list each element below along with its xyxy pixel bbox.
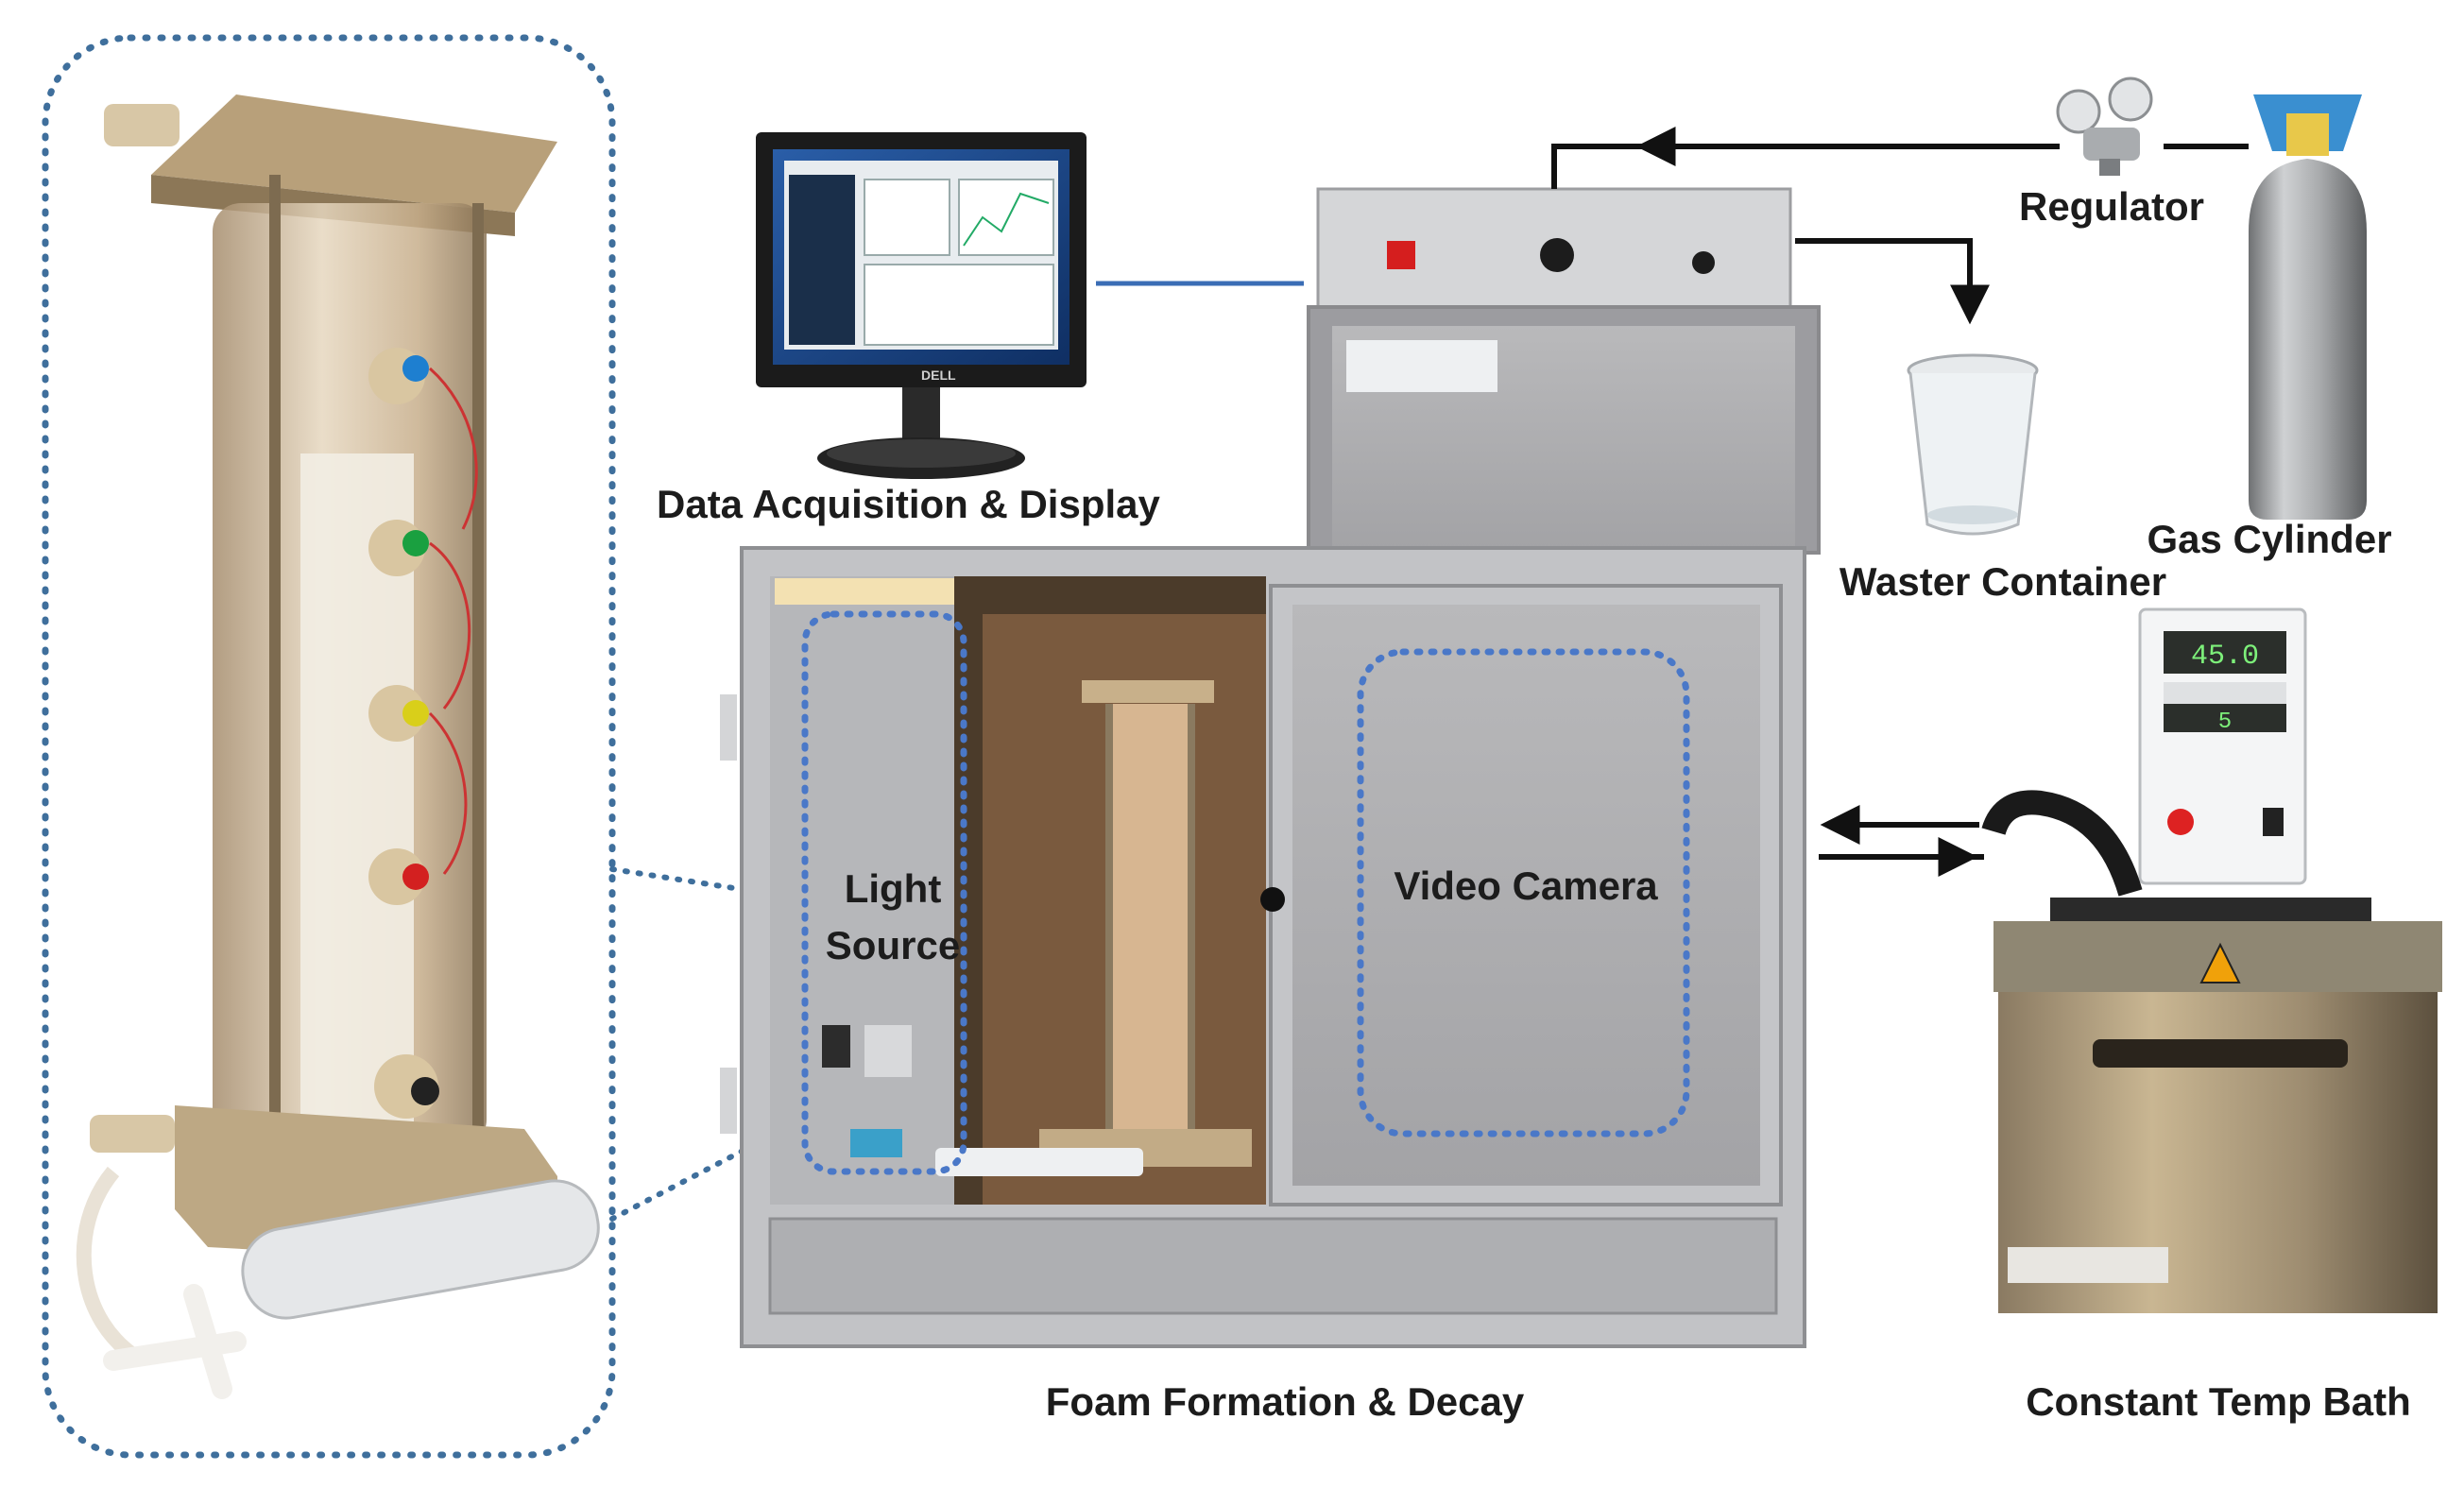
blue-electrode-icon bbox=[402, 355, 429, 382]
thermostat-setpoint: 5 bbox=[2218, 710, 2232, 735]
light-source-label-line1: Light bbox=[845, 866, 942, 911]
monitor: DELL bbox=[756, 132, 1087, 479]
black-electrode-icon bbox=[411, 1077, 439, 1105]
foam-formation-label: Foam Formation & Decay bbox=[1046, 1379, 1525, 1424]
constant-temp-bath-label: Constant Temp Bath bbox=[2026, 1379, 2411, 1424]
inlet-fitting bbox=[104, 104, 180, 146]
column-top-plate bbox=[151, 94, 557, 213]
power-switch-icon bbox=[1387, 241, 1415, 269]
regulator-gauge-icon bbox=[2056, 89, 2101, 134]
brand-plate bbox=[1346, 340, 1497, 392]
stopcock-icon bbox=[103, 1284, 247, 1399]
gas-flow-arrows bbox=[1551, 127, 2249, 877]
gas-cylinder bbox=[2249, 94, 2367, 520]
waste-container bbox=[1907, 353, 2039, 536]
warning-icon bbox=[2199, 942, 2241, 983]
controller-box bbox=[1307, 187, 1821, 555]
foam-cabinet bbox=[720, 546, 1806, 1348]
red-electrode-icon bbox=[402, 864, 429, 890]
gas-cylinder-label: Gas Cylinder bbox=[2147, 517, 2391, 561]
bath-handle-icon bbox=[2093, 1039, 2348, 1068]
green-electrode-icon bbox=[402, 530, 429, 556]
light-source-label-line2: Source bbox=[826, 923, 960, 967]
light-source-highlight bbox=[801, 610, 967, 1175]
thermostat-display: 45.0 bbox=[2191, 641, 2259, 673]
callout-dotted-frame bbox=[42, 34, 616, 1459]
cylinder-body bbox=[2249, 159, 2367, 520]
inner-foam-column bbox=[1105, 704, 1195, 1148]
syringe-icon bbox=[935, 1148, 1143, 1176]
foam-column-callout bbox=[42, 34, 616, 1459]
wastepump-knob-icon bbox=[1692, 251, 1715, 274]
video-camera-label: Video Camera bbox=[1394, 864, 1658, 908]
waste-beaker-icon bbox=[1908, 372, 2037, 536]
connector-port-icon bbox=[850, 1129, 902, 1157]
video-camera-highlight bbox=[1357, 648, 1690, 1137]
electrode-ports bbox=[368, 348, 478, 1119]
hinge-icon bbox=[720, 694, 737, 761]
yellow-electrode-icon bbox=[402, 700, 429, 727]
monitor-brand-text: DELL bbox=[921, 368, 956, 383]
regulator-label: Regulator bbox=[2019, 184, 2204, 229]
constant-temp-bath: 45.0 5 bbox=[1981, 607, 2442, 1313]
waster-container-label: Waster Container bbox=[1839, 559, 2166, 604]
gas-filter bbox=[241, 1179, 600, 1320]
thermostat-knob-icon bbox=[2167, 809, 2194, 835]
thermostat-switch-icon bbox=[2263, 808, 2284, 836]
door-handle-icon bbox=[1260, 887, 1285, 912]
flowmeter-knob-icon bbox=[1540, 238, 1574, 272]
regulator bbox=[2056, 77, 2153, 176]
data-acquisition-label: Data Acquisition & Display bbox=[657, 482, 1161, 526]
hose-icon bbox=[1981, 790, 2143, 897]
light-source-panel bbox=[770, 576, 954, 1205]
